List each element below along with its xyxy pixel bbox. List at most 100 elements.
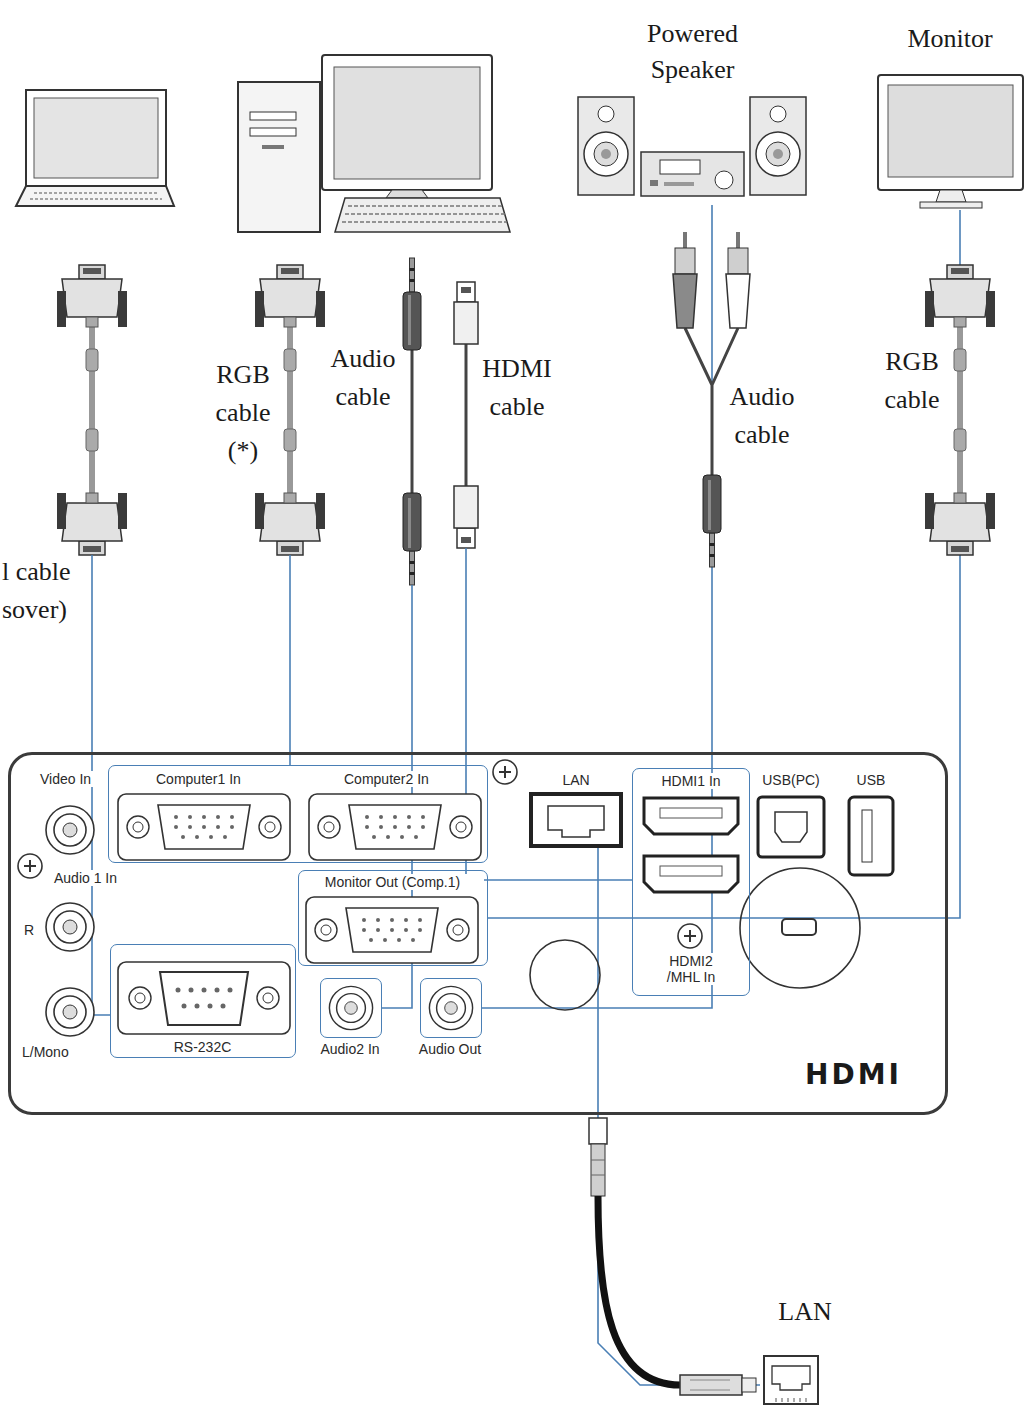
speaker-icon — [715, 171, 733, 189]
node-text: HDMI1 In — [647, 773, 735, 789]
speaker-icon — [770, 106, 786, 122]
speaker-icon — [766, 142, 790, 166]
rgb-cable — [57, 265, 995, 555]
monitor-icon — [878, 75, 1023, 208]
panel-socket — [215, 988, 220, 993]
port-label: Video In — [38, 771, 93, 787]
panel-socket — [678, 924, 702, 948]
rgb-cable — [255, 265, 325, 327]
panel-socket — [644, 856, 738, 892]
node-text: Computer1 In — [154, 771, 243, 787]
node-text: HDMI — [805, 1059, 902, 1091]
panel-socket — [493, 760, 517, 784]
panel-socket — [862, 810, 872, 862]
rgb-cable — [57, 265, 127, 327]
laptop-icon — [16, 90, 174, 206]
monitor-icon — [878, 75, 1023, 190]
desktop-computer-icon — [262, 145, 284, 149]
node-text: Powered Speaker — [610, 16, 775, 88]
panel-socket — [548, 806, 604, 837]
panel-socket — [660, 866, 722, 876]
port-group: Computer1 InComputer2 In — [108, 765, 488, 863]
laptop-icon — [26, 90, 166, 186]
rgb-cable — [954, 349, 966, 371]
panel-socket — [228, 988, 233, 993]
laptop-icon — [30, 193, 162, 199]
laptop-icon — [16, 186, 174, 206]
audio-cable — [403, 493, 421, 585]
panel-socket — [18, 854, 42, 878]
laptop-icon — [34, 98, 158, 178]
rgb-cable — [86, 349, 98, 371]
cable-label: Audio cable — [720, 378, 804, 454]
signal-wire — [466, 548, 632, 880]
panel-socket — [46, 903, 94, 951]
panel-socket — [660, 808, 722, 818]
device-box: LAN — [760, 1290, 852, 1410]
panel-socket — [782, 919, 816, 935]
monitor-icon — [920, 202, 982, 208]
panel-socket — [306, 897, 478, 963]
hdmi-cable — [454, 282, 478, 548]
port-box: Audio2 In — [320, 978, 382, 1038]
projector-panel: HDMIComputer1 InComputer2 InLANHDMI1 InH… — [8, 752, 948, 1115]
node-text: LAN — [760, 1294, 850, 1330]
panel-socket — [189, 988, 194, 993]
panel-socket — [429, 986, 472, 1029]
desktop-computer-icon — [238, 82, 320, 232]
hdmi-cable — [465, 344, 468, 486]
port-label: R — [22, 922, 36, 938]
lan-cable — [680, 1375, 742, 1395]
port-box: LAN — [527, 768, 627, 848]
speaker-icon — [650, 180, 658, 186]
desktop-computer-icon — [250, 112, 296, 120]
rgb-cable — [255, 493, 325, 555]
speaker-icon — [598, 106, 614, 122]
panel-socket — [530, 940, 600, 1010]
signal-wire — [289, 555, 291, 765]
speaker-icon — [641, 152, 744, 196]
panel-socket — [176, 988, 181, 993]
panel-socket — [208, 1004, 213, 1009]
node-text: USB — [845, 772, 897, 788]
cable-label: RGB cable — [876, 343, 948, 419]
port-group: HDMI1 In HDMI2 /MHL In — [632, 768, 750, 996]
lan-cable — [742, 1378, 756, 1392]
panel-socket — [531, 794, 621, 846]
node-text: Audio Out — [409, 1041, 491, 1057]
hdmi-cable — [454, 486, 478, 548]
monitor-icon — [936, 190, 966, 202]
panel-socket — [202, 988, 207, 993]
cable-line — [598, 848, 760, 1385]
lan-cable — [690, 1380, 730, 1390]
lan-cable — [776, 1398, 806, 1402]
speaker-icon — [756, 132, 800, 176]
panel-socket — [644, 798, 738, 834]
port-box: Audio Out — [420, 978, 482, 1038]
rca-audio-cable — [703, 475, 721, 567]
panel-socket — [46, 806, 94, 854]
node-text: HDMI2 /MHL In — [649, 953, 733, 985]
rca-audio-cable — [673, 232, 697, 328]
rgb-cable — [57, 493, 127, 555]
panel-socket — [740, 868, 860, 988]
port-label: Audio 1 In — [52, 870, 119, 886]
node-text: LAN — [527, 772, 625, 788]
node-text: Monitor Out (Comp.1) — [301, 874, 484, 890]
cable-label: Audio cable — [322, 340, 404, 416]
lan-cable — [589, 1118, 818, 1404]
desktop-computer-icon — [335, 198, 510, 232]
node-text: Monitor — [875, 21, 1025, 57]
panel-socket — [135, 993, 145, 1003]
node-text: Audio2 In — [309, 1041, 391, 1057]
speaker-icon — [578, 97, 806, 196]
rgb-cable — [954, 429, 966, 451]
rgb-cable — [284, 349, 296, 371]
monitor-icon — [888, 85, 1013, 177]
node-text: USB(PC) — [755, 772, 827, 788]
desktop-computer-icon — [386, 190, 428, 198]
panel-socket — [160, 972, 248, 1025]
panel-socket — [263, 993, 273, 1003]
